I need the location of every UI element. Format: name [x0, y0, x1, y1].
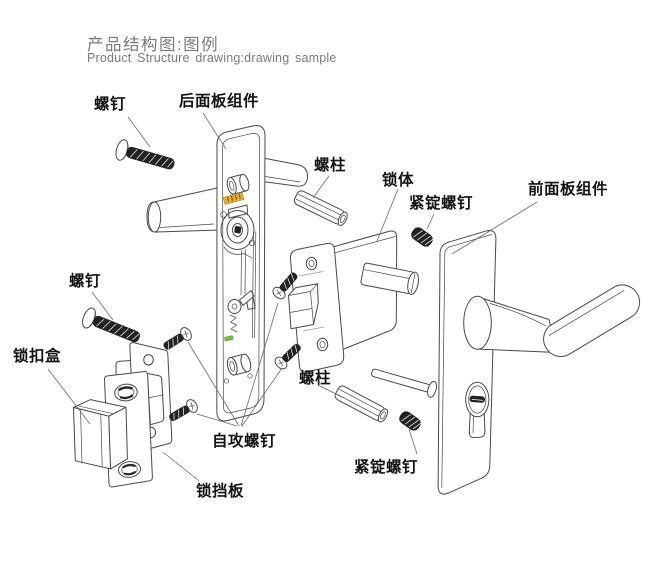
label-screw-top: 螺钉 — [94, 96, 127, 113]
label-back-panel: 后面板组件 — [179, 93, 260, 110]
set-screw-bottom — [396, 409, 424, 433]
spindle-boss-bottom — [226, 353, 252, 376]
front-handle — [463, 284, 641, 357]
rear-handle — [146, 157, 309, 233]
latch-bolt — [288, 283, 319, 330]
lock-body — [288, 230, 419, 373]
label-front-panel: 前面板组件 — [528, 181, 609, 198]
front-panel-assembly — [437, 230, 641, 495]
label-strike-plate: 锁挡板 — [196, 483, 245, 500]
self-tapping-screw-1 — [160, 325, 195, 354]
self-tapping-screw-2 — [166, 397, 201, 426]
hub-mechanism — [220, 204, 256, 259]
set-screw-top — [408, 225, 436, 249]
back-panel-assembly — [216, 125, 266, 422]
page-subtitle: Product Structure drawing:drawing sample — [87, 51, 337, 65]
green-label-mark — [224, 335, 234, 342]
spindle-boss-top — [226, 173, 250, 195]
leader-lines — [47, 112, 538, 482]
label-screw-left: 螺钉 — [69, 273, 102, 290]
cylinder-rod — [371, 368, 437, 398]
label-set-screw-top: 紧锭螺钉 — [409, 195, 474, 212]
lock-spindle — [360, 262, 419, 295]
label-stud-bottom: 螺柱 — [299, 370, 332, 387]
label-lock-body: 锁体 — [382, 172, 415, 189]
label-self-tapping: 自攻螺钉 — [212, 433, 277, 450]
label-set-screw-bottom: 紧锭螺钉 — [354, 459, 419, 476]
label-latch-box: 锁扣盒 — [13, 348, 62, 365]
screw-left — [79, 305, 144, 349]
linkage — [227, 249, 256, 333]
stud-bottom — [333, 383, 391, 425]
screw-top — [113, 137, 178, 176]
stud-top — [292, 188, 350, 228]
latch-box — [73, 371, 153, 488]
label-stud-top: 螺柱 — [314, 157, 347, 174]
page-title: 产品结构图:图例 — [87, 36, 220, 54]
key-cylinder — [465, 381, 490, 439]
